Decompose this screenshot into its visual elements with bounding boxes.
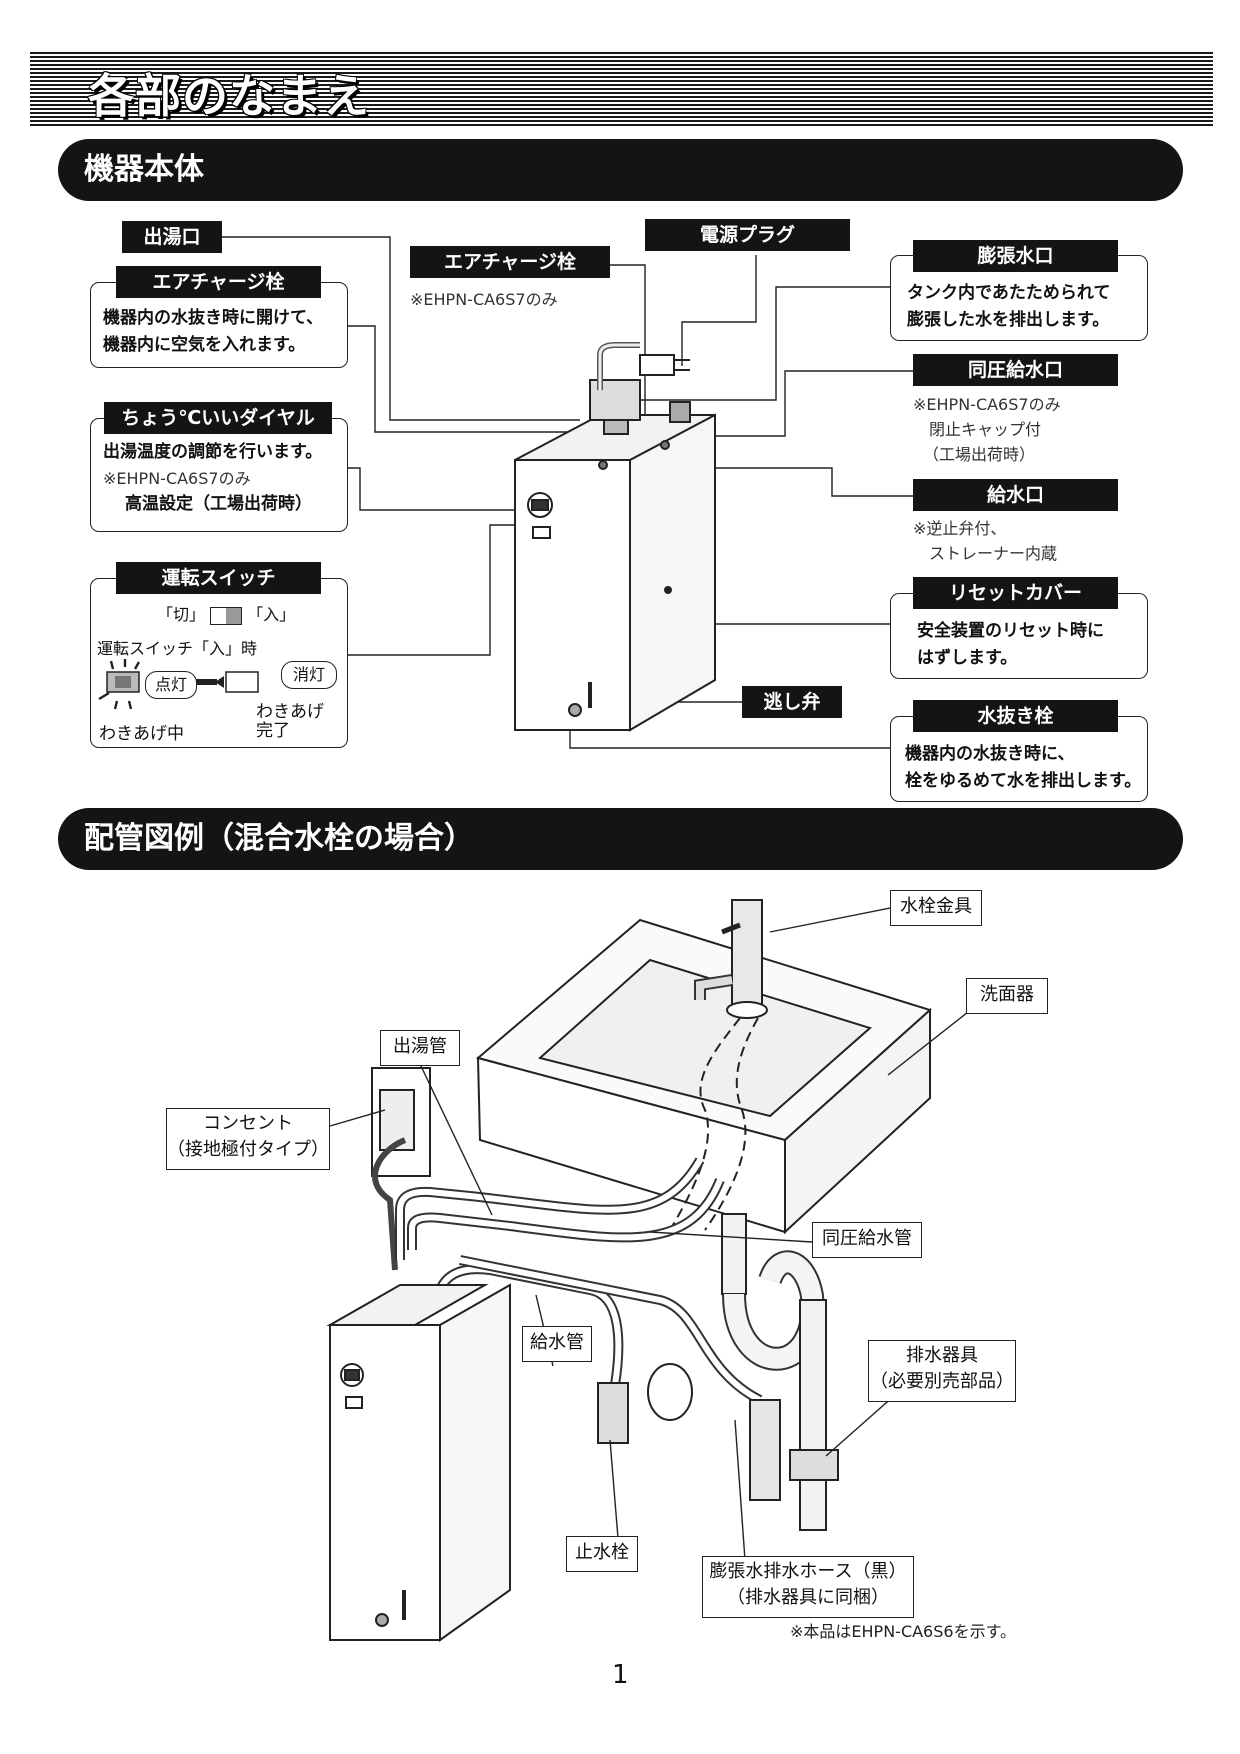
label-power-plug: 電源プラグ bbox=[645, 219, 850, 251]
note-air-charge-top: ※EHPN-CA6S7のみ bbox=[410, 290, 558, 309]
switch-unlit-label: 消灯 bbox=[281, 661, 337, 689]
label-stop-valve: 止水栓 bbox=[566, 1536, 638, 1572]
footnote: ※本品はEHPN-CA6S6を示す。 bbox=[790, 1622, 1016, 1641]
note-pressure-inlet-3: （工場出荷時） bbox=[923, 445, 1036, 464]
callout-drain-line1: 機器内の水抜き時に、 bbox=[905, 744, 1075, 764]
note-pressure-inlet-1: ※EHPN-CA6S7のみ bbox=[913, 395, 1061, 414]
label-drain-fixture-note: （必要別売部品） bbox=[870, 1371, 1014, 1392]
callout-expansion-line1: タンク内であたためられて bbox=[907, 283, 1111, 303]
label-outlet: コンセント （接地極付タイプ） bbox=[166, 1108, 330, 1170]
callout-dial: 出湯温度の調節を行います。 ※EHPN-CA6S7のみ 高温設定（工場出荷時） bbox=[90, 418, 348, 532]
label-expansion-hose-note: （排水器具に同梱） bbox=[727, 1587, 889, 1608]
label-hot-pipe: 出湯管 bbox=[380, 1030, 460, 1066]
note-water-inlet-1: ※逆止弁付、 bbox=[913, 519, 1007, 538]
label-pressure-inlet: 同圧給水口 bbox=[913, 354, 1118, 386]
note-pressure-inlet-2: 閉止キャップ付 bbox=[929, 420, 1042, 439]
switch-lit-label: 点灯 bbox=[145, 671, 197, 699]
callout-air-charge-line1: 機器内の水抜き時に開けて、 bbox=[103, 308, 324, 328]
callout-expansion: タンク内であたためられて 膨張した水を排出します。 bbox=[890, 255, 1148, 341]
section-header-body: 機器本体 bbox=[58, 139, 1183, 201]
page-number: 1 bbox=[612, 1660, 629, 1690]
label-expansion-hose-name: 膨張水排水ホース（黒） bbox=[709, 1561, 907, 1582]
label-dial: ちょう℃いいダイヤル bbox=[104, 402, 332, 434]
switch-icon-small bbox=[210, 606, 243, 625]
callout-drain-line2: 栓をゆるめて水を排出します。 bbox=[905, 771, 1142, 791]
callout-air-charge-line2: 機器内に空気を入れます。 bbox=[103, 335, 306, 355]
label-switch: 運転スイッチ bbox=[116, 562, 321, 594]
label-drain-fixture: 排水器具 （必要別売部品） bbox=[868, 1340, 1016, 1402]
label-drain-fixture-name: 排水器具 bbox=[906, 1345, 978, 1366]
label-water-inlet: 給水口 bbox=[913, 479, 1118, 511]
label-supply-pipe: 給水管 bbox=[522, 1326, 592, 1362]
page-title: 各部のなまえ bbox=[88, 69, 370, 123]
label-outlet-name: コンセント bbox=[203, 1113, 293, 1134]
section-header-piping: 配管図例（混合水栓の場合） bbox=[58, 808, 1183, 870]
switch-on-text: 「入」 bbox=[247, 605, 296, 624]
switch-done-label: わきあげ完了 bbox=[256, 702, 324, 741]
label-drain: 水抜き栓 bbox=[913, 700, 1118, 732]
callout-reset-line1: 安全装置のリセット時に bbox=[917, 621, 1104, 641]
switch-heating-label: わきあげ中 bbox=[99, 724, 184, 744]
label-basin: 洗面器 bbox=[966, 978, 1048, 1014]
callout-dial-line2: 高温設定（工場出荷時） bbox=[125, 494, 312, 514]
label-relief-valve: 逃し弁 bbox=[742, 686, 842, 718]
label-expansion: 膨張水口 bbox=[913, 240, 1118, 272]
notes-pressure-inlet: ※EHPN-CA6S7のみ 閉止キャップ付 （工場出荷時） bbox=[913, 392, 1061, 467]
callout-dial-line1: 出湯温度の調節を行います。 bbox=[103, 442, 323, 462]
callout-expansion-line2: 膨張した水を排出します。 bbox=[907, 310, 1110, 330]
label-faucet: 水栓金具 bbox=[890, 890, 982, 926]
notes-water-inlet: ※逆止弁付、 ストレーナー内蔵 bbox=[913, 516, 1057, 566]
label-outlet-type: （接地極付タイプ） bbox=[167, 1139, 329, 1160]
label-expansion-hose: 膨張水排水ホース（黒） （排水器具に同梱） bbox=[702, 1556, 914, 1618]
label-pressure-pipe: 同圧給水管 bbox=[812, 1222, 922, 1258]
label-air-charge: エアチャージ栓 bbox=[116, 266, 321, 298]
callout-switch: 「切」 「入」 運転スイッチ「入」時 点灯 消灯 わきあげ中 わきあげ完了 bbox=[90, 578, 348, 748]
note-water-inlet-2: ストレーナー内蔵 bbox=[929, 544, 1058, 563]
title-band: 各部のなまえ bbox=[30, 52, 1213, 128]
callout-dial-note: ※EHPN-CA6S7のみ bbox=[103, 469, 251, 488]
callout-reset-line2: はずします。 bbox=[917, 648, 1018, 668]
label-reset: リセットカバー bbox=[913, 577, 1118, 609]
switch-off-text: 「切」 bbox=[157, 605, 206, 624]
switch-when-on: 運転スイッチ「入」時 bbox=[97, 639, 258, 658]
label-hot-outlet: 出湯口 bbox=[122, 221, 222, 253]
label-air-charge-top: エアチャージ栓 bbox=[410, 246, 610, 278]
